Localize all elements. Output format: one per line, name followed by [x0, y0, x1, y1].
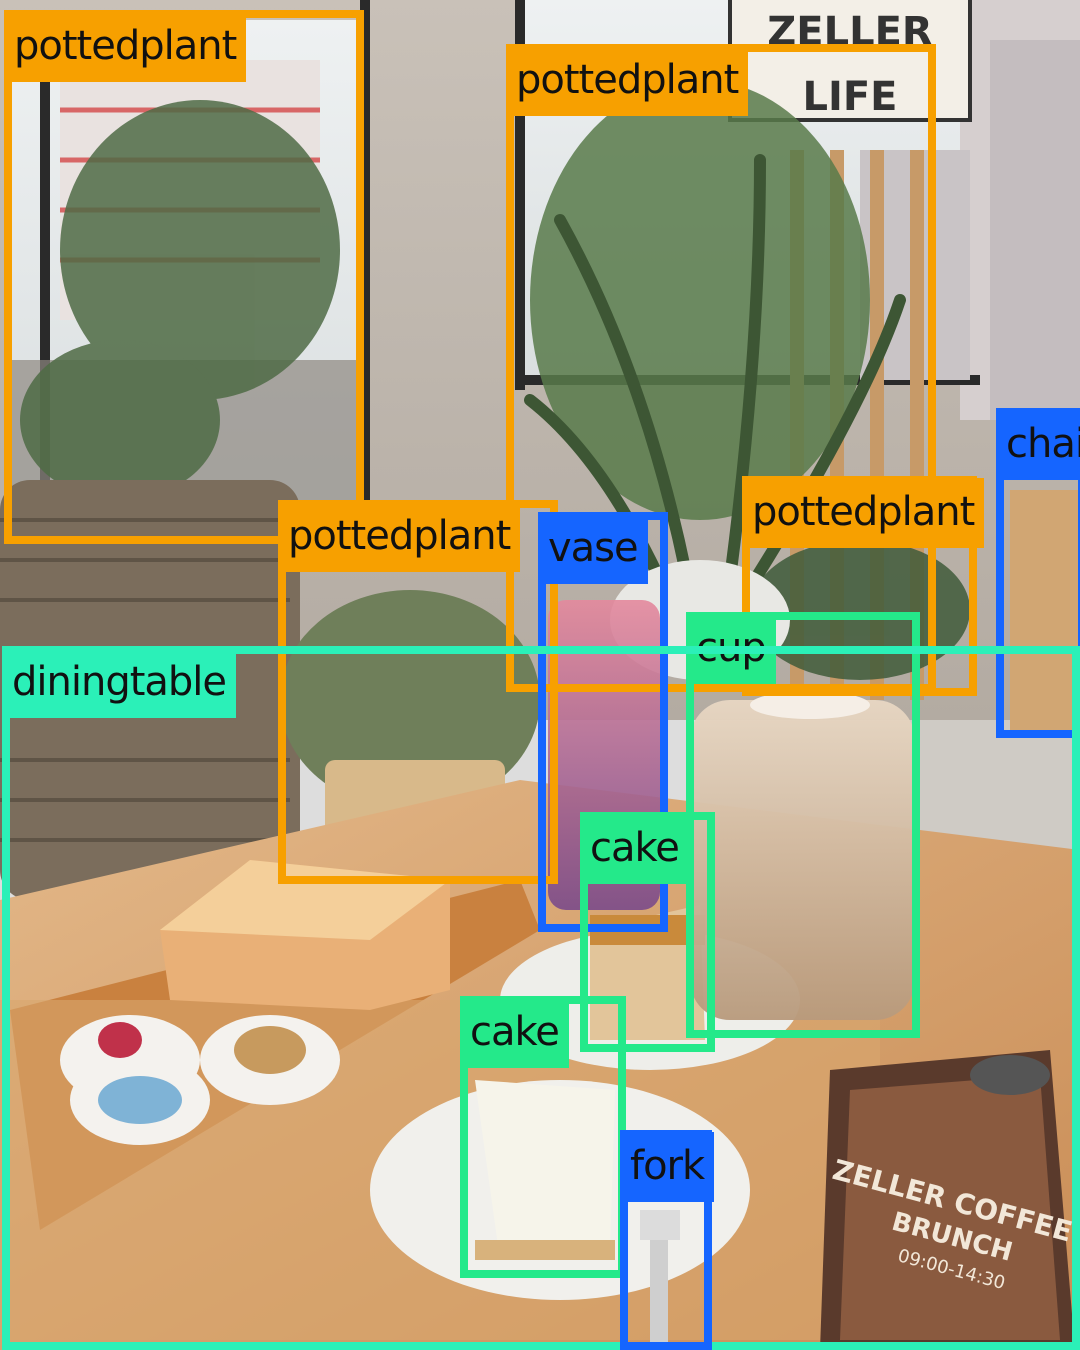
pottedplant-box: pottedplant	[4, 10, 364, 544]
cake-label: cake	[582, 814, 689, 884]
diningtable-box: diningtable	[2, 646, 1080, 1350]
pottedplant-box: pottedplant	[506, 44, 936, 692]
chair-label: chair	[998, 410, 1080, 480]
sign-line-2: LIFE	[802, 74, 897, 120]
chair-box: chair	[996, 408, 1080, 738]
diningtable-label: diningtable	[4, 648, 237, 718]
vase-box: vase	[538, 512, 668, 932]
pottedplant-label: pottedplant	[6, 12, 247, 82]
pottedplant-label: pottedplant	[280, 502, 521, 572]
fork-label: fork	[622, 1132, 715, 1202]
pottedplant-box: pottedplant	[278, 500, 558, 884]
cake-label: cake	[462, 998, 569, 1068]
pottedplant-label: pottedplant	[744, 478, 985, 548]
fork-box: fork	[620, 1130, 715, 1350]
pottedplant-label: pottedplant	[508, 46, 749, 116]
cake-box: cake	[460, 996, 626, 1278]
vase-label: vase	[540, 514, 648, 584]
pottedplant-box: pottedplant	[742, 476, 985, 696]
cake-box: cake	[580, 812, 715, 1052]
